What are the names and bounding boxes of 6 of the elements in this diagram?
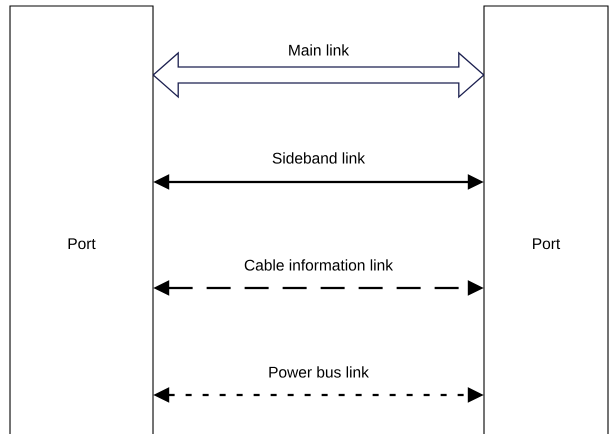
edge-label: Main link xyxy=(286,43,350,57)
port-box: Port xyxy=(9,5,154,434)
edge-label: Cable information link xyxy=(242,258,394,272)
edge-label: Sideband link xyxy=(270,151,366,165)
edge-label: Power bus link xyxy=(267,365,370,379)
port-box: Port xyxy=(483,5,609,434)
